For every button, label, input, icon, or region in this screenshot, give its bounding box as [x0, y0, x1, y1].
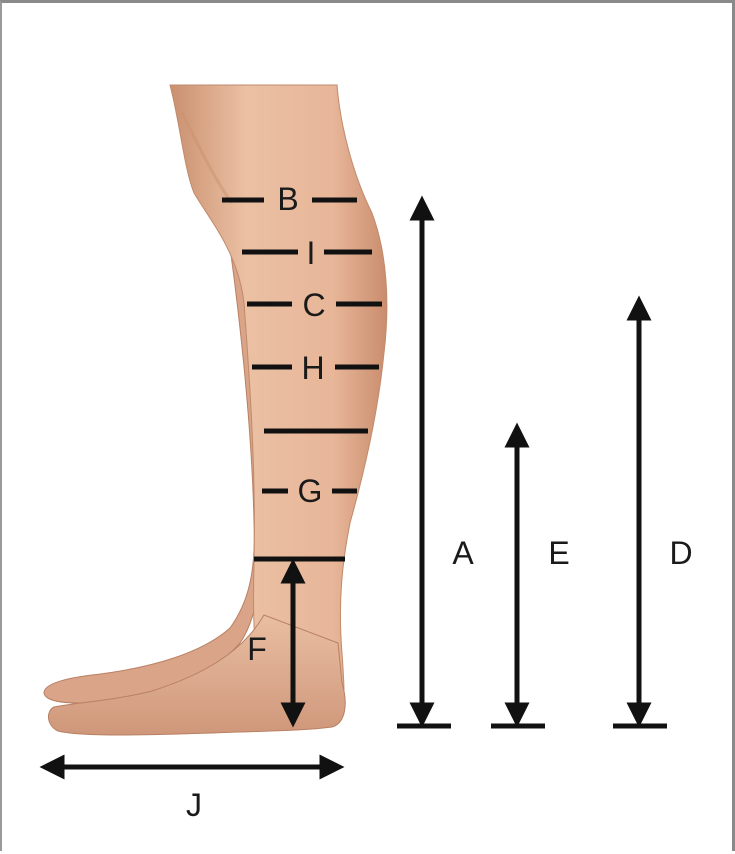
arrow-D — [613, 308, 667, 726]
label-F: F — [247, 631, 267, 667]
label-J: J — [186, 787, 202, 823]
label-D: D — [669, 535, 692, 571]
arrow-A — [397, 208, 451, 726]
label-I: I — [307, 235, 316, 271]
leg-measurement-diagram: B I C H G F A E D J — [2, 3, 735, 854]
label-E: E — [548, 535, 569, 571]
label-C: C — [302, 287, 325, 323]
back-leg — [44, 233, 264, 703]
arrow-E — [491, 435, 545, 726]
label-B: B — [277, 181, 298, 217]
label-G: G — [298, 473, 323, 509]
label-A: A — [452, 535, 474, 571]
label-H: H — [301, 350, 324, 386]
